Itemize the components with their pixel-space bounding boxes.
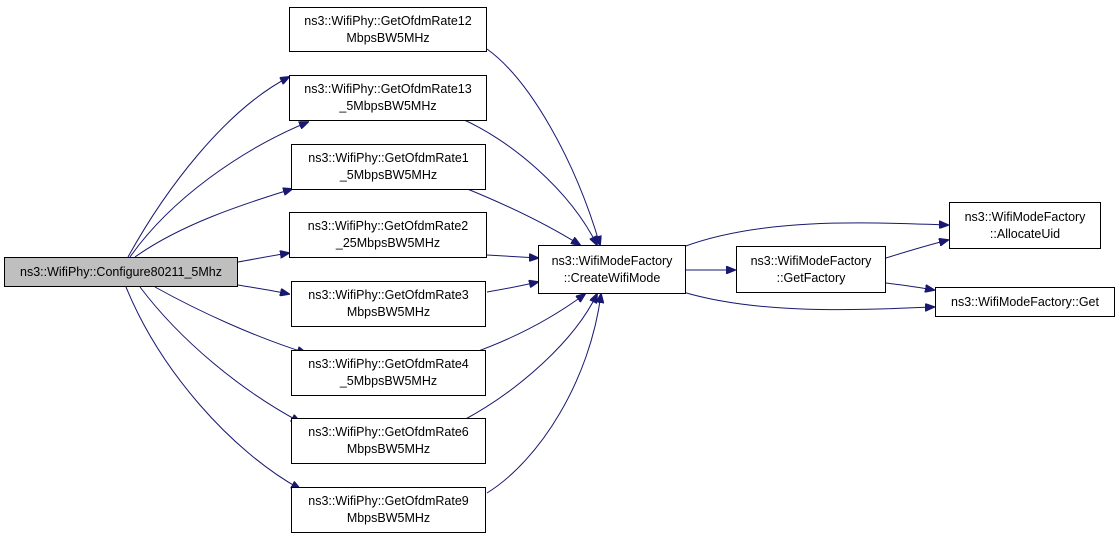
edge-configure-to-rate2-25 bbox=[237, 253, 289, 263]
edge-configure-to-rate9 bbox=[125, 286, 300, 489]
node-get-ofdm-rate1-5[interactable]: ns3::WifiPhy::GetOfdmRate1 _5MbpsBW5MHz bbox=[291, 144, 486, 190]
node-get-ofdm-rate13-5[interactable]: ns3::WifiPhy::GetOfdmRate13 _5MbpsBW5MHz bbox=[289, 75, 487, 121]
edge-create-to-allocate-uid bbox=[682, 223, 948, 248]
node-configure80211-5mhz[interactable]: ns3::WifiPhy::Configure80211_5Mhz bbox=[4, 257, 238, 287]
edge-configure-to-rate13-5 bbox=[129, 122, 308, 258]
edge-rate13-5-to-create bbox=[461, 118, 597, 245]
edge-configure-to-rate4-5 bbox=[154, 286, 306, 353]
node-get-ofdm-rate12[interactable]: ns3::WifiPhy::GetOfdmRate12 MbpsBW5MHz bbox=[289, 7, 487, 52]
edge-rate9-to-create bbox=[486, 294, 601, 494]
edge-rate3-to-create bbox=[486, 282, 538, 293]
node-get-ofdm-rate2-25[interactable]: ns3::WifiPhy::GetOfdmRate2 _25MbpsBW5MHz bbox=[289, 212, 487, 258]
edge-configure-to-rate1-5 bbox=[134, 189, 292, 258]
edge-configure-to-rate6 bbox=[139, 286, 300, 422]
edge-configure-to-rate3 bbox=[237, 284, 289, 294]
node-get-ofdm-rate3[interactable]: ns3::WifiPhy::GetOfdmRate3 MbpsBW5MHz bbox=[291, 281, 486, 327]
edge-create-to-get bbox=[682, 291, 934, 310]
node-create-wifi-mode[interactable]: ns3::WifiModeFactory ::CreateWifiMode bbox=[538, 245, 686, 294]
edge-rate1-5-to-create bbox=[459, 185, 580, 245]
node-get-factory[interactable]: ns3::WifiModeFactory ::GetFactory bbox=[736, 246, 886, 293]
edge-get-factory-to-allocate-uid bbox=[885, 240, 948, 259]
node-get-ofdm-rate4-5[interactable]: ns3::WifiPhy::GetOfdmRate4 _5MbpsBW5MHz bbox=[291, 350, 486, 396]
edge-get-factory-to-get bbox=[885, 282, 934, 290]
edge-rate2-25-to-create bbox=[486, 255, 538, 258]
node-allocate-uid[interactable]: ns3::WifiModeFactory ::AllocateUid bbox=[949, 202, 1101, 249]
edge-rate12-to-create bbox=[486, 48, 600, 245]
edge-rate4-5-to-create bbox=[469, 294, 585, 355]
edge-configure-to-rate12 bbox=[127, 77, 289, 258]
node-get-ofdm-rate6[interactable]: ns3::WifiPhy::GetOfdmRate6 MbpsBW5MHz bbox=[291, 418, 486, 464]
node-get-ofdm-rate9[interactable]: ns3::WifiPhy::GetOfdmRate9 MbpsBW5MHz bbox=[291, 487, 486, 533]
node-get[interactable]: ns3::WifiModeFactory::Get bbox=[935, 287, 1115, 317]
edge-rate6-to-create bbox=[461, 294, 597, 422]
